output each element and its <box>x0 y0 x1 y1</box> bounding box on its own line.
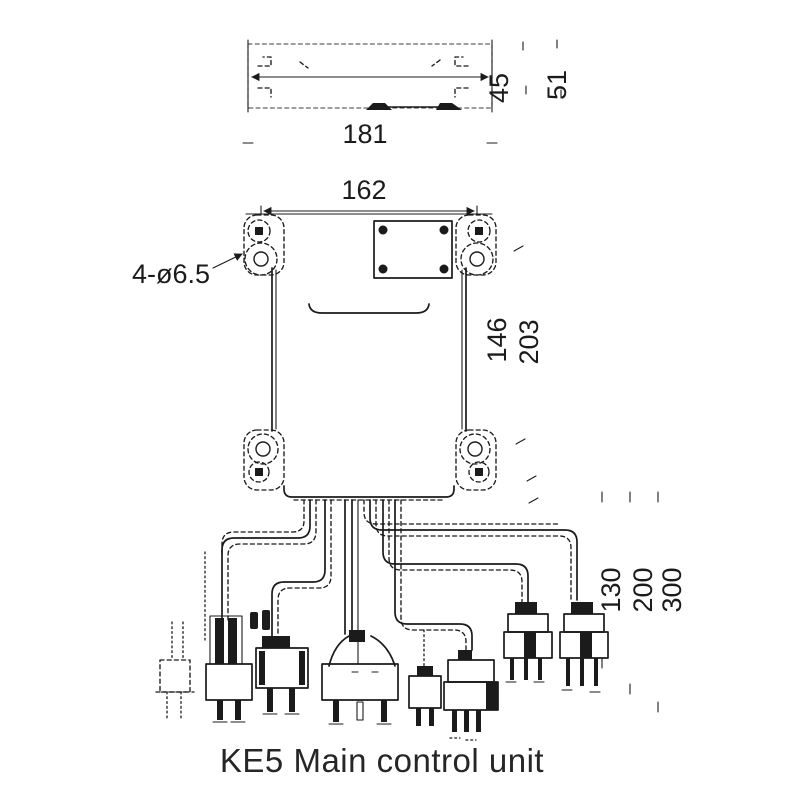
dim-label-300: 300 <box>657 567 687 612</box>
connector-d <box>321 630 399 725</box>
dim-label-4-dia-6.5: 4-ø6.5 <box>132 259 210 289</box>
connector-b <box>205 615 253 723</box>
top-view: 181 45 51 <box>242 39 572 149</box>
connector-row <box>155 602 609 741</box>
dim-label-51: 51 <box>542 70 572 100</box>
connector-f <box>443 650 499 741</box>
dim-width-181: 181 <box>242 39 498 149</box>
dim-label-200: 200 <box>628 567 658 612</box>
dim-label-162: 162 <box>341 175 386 205</box>
dim-depth-45: 45 <box>484 41 527 103</box>
dim-label-146: 146 <box>482 317 512 362</box>
drawing-caption: KE5 Main control unit <box>220 742 544 779</box>
label-plate <box>373 220 453 279</box>
mounting-hole-top-right <box>460 219 494 276</box>
dim-hole-spacing-162: 162 <box>260 175 478 216</box>
dim-label-203: 203 <box>514 319 544 364</box>
front-view: 4-ø6.5 146 203 <box>132 213 544 504</box>
dim-label-45: 45 <box>484 73 514 103</box>
dim-height-203: 203 <box>514 319 544 504</box>
connector-a <box>155 621 195 719</box>
connector-g <box>503 602 553 683</box>
connector-e <box>408 666 442 726</box>
mounting-hole-top-left <box>244 219 278 276</box>
dim-label-130: 130 <box>596 567 626 612</box>
connector-h <box>559 602 609 693</box>
mounting-hole-bottom-left <box>247 433 279 483</box>
dim-height-146: 146 <box>482 245 526 445</box>
connector-c <box>250 610 309 715</box>
cable-length-dims: 130 200 300 <box>596 491 687 713</box>
mounting-hole-bottom-right <box>459 433 491 483</box>
dim-depth-51: 51 <box>542 39 572 100</box>
vent-slot <box>308 303 430 314</box>
dim-label-181: 181 <box>342 119 387 149</box>
mounting-hole-note: 4-ø6.5 <box>132 253 243 289</box>
wire-harness <box>204 499 578 667</box>
